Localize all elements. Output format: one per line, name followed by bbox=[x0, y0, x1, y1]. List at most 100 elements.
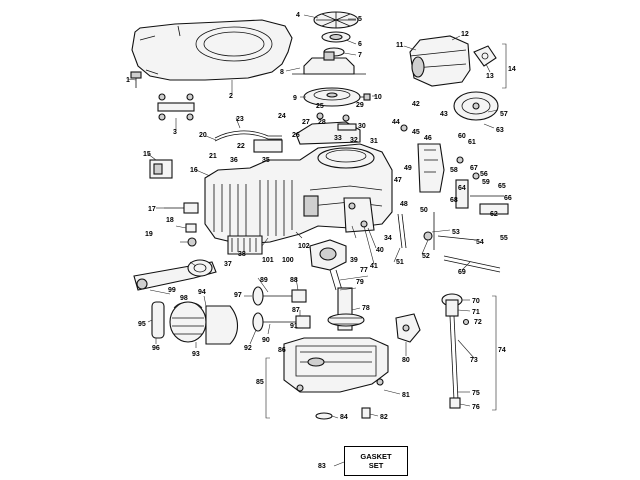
oil-seal bbox=[361, 407, 371, 419]
callout-22: 22 bbox=[237, 143, 245, 150]
valve-intake bbox=[252, 286, 307, 306]
callout-56: 56 bbox=[480, 171, 488, 178]
dipstick bbox=[441, 293, 470, 409]
callout-36: 36 bbox=[230, 157, 238, 164]
bracket-14 bbox=[502, 43, 507, 89]
governor-control bbox=[400, 124, 480, 193]
callout-9: 9 bbox=[293, 95, 297, 102]
callout-13: 13 bbox=[486, 73, 494, 80]
callout-41: 41 bbox=[370, 263, 378, 270]
valve-exhaust bbox=[252, 312, 311, 332]
dipstick-tube bbox=[443, 255, 501, 273]
callout-33: 33 bbox=[334, 135, 342, 142]
callout-97: 97 bbox=[234, 292, 242, 299]
callout-93: 93 bbox=[192, 351, 200, 358]
callout-48: 48 bbox=[400, 201, 408, 208]
callout-11: 11 bbox=[396, 42, 404, 49]
callout-35: 35 bbox=[262, 157, 270, 164]
callout-27: 27 bbox=[302, 119, 310, 126]
side-bracket bbox=[343, 197, 375, 233]
callout-57: 57 bbox=[500, 111, 508, 118]
callout-10: 10 bbox=[374, 94, 382, 101]
callout-42: 42 bbox=[412, 101, 420, 108]
callout-78: 78 bbox=[362, 305, 370, 312]
callout-5: 5 bbox=[358, 16, 362, 23]
piston-assembly bbox=[169, 301, 239, 345]
gasket-set-box: GASKET SET bbox=[344, 446, 408, 476]
callout-75: 75 bbox=[472, 390, 480, 397]
governor-lever-linkage bbox=[433, 179, 509, 250]
callout-51: 51 bbox=[396, 259, 404, 266]
callout-2: 2 bbox=[229, 93, 233, 100]
callout-45: 45 bbox=[412, 129, 420, 136]
callout-92: 92 bbox=[244, 345, 252, 352]
callout-25: 25 bbox=[316, 103, 324, 110]
callout-85: 85 bbox=[256, 379, 264, 386]
callout-84: 84 bbox=[340, 414, 348, 421]
callout-100: 100 bbox=[282, 257, 294, 264]
callout-76: 76 bbox=[472, 404, 480, 411]
callout-99: 99 bbox=[168, 287, 176, 294]
callout-23: 23 bbox=[236, 116, 244, 123]
callout-87: 87 bbox=[292, 307, 300, 314]
callout-66: 66 bbox=[504, 195, 512, 202]
rocker-parts bbox=[157, 93, 195, 121]
oil-pump bbox=[395, 313, 421, 343]
gasket-set-line1: GASKET bbox=[360, 452, 392, 461]
callout-101: 101 bbox=[262, 257, 274, 264]
choke-control-plate bbox=[453, 91, 499, 121]
callout-55: 55 bbox=[500, 235, 508, 242]
callout-31: 31 bbox=[370, 138, 378, 145]
callout-98: 98 bbox=[180, 295, 188, 302]
callout-68: 68 bbox=[450, 197, 458, 204]
callout-18: 18 bbox=[166, 217, 174, 224]
blower-housing bbox=[131, 19, 293, 81]
callout-44: 44 bbox=[392, 119, 400, 126]
callout-83: 83 bbox=[318, 463, 326, 470]
callout-8: 8 bbox=[280, 69, 284, 76]
connecting-rod bbox=[133, 259, 217, 291]
callout-96: 96 bbox=[152, 345, 160, 352]
callout-30: 30 bbox=[358, 123, 366, 130]
callout-71: 71 bbox=[472, 309, 480, 316]
crankshaft bbox=[309, 239, 347, 291]
callout-73: 73 bbox=[470, 357, 478, 364]
camshaft bbox=[327, 287, 365, 331]
flywheel-key bbox=[360, 93, 371, 101]
callout-63: 63 bbox=[496, 127, 504, 134]
callout-58: 58 bbox=[450, 167, 458, 174]
callout-69: 69 bbox=[458, 269, 466, 276]
plug-wire-clip bbox=[185, 223, 197, 247]
callout-1: 1 bbox=[126, 77, 130, 84]
callout-17: 17 bbox=[148, 206, 156, 213]
bracket-74 bbox=[492, 295, 497, 411]
callout-79: 79 bbox=[356, 279, 364, 286]
callout-19: 19 bbox=[145, 231, 153, 238]
callout-40: 40 bbox=[376, 247, 384, 254]
callout-47: 47 bbox=[394, 177, 402, 184]
callout-12: 12 bbox=[461, 31, 469, 38]
piston-pin bbox=[151, 301, 165, 339]
leader-lines bbox=[127, 14, 499, 467]
callout-49: 49 bbox=[404, 165, 412, 172]
callout-3: 3 bbox=[173, 129, 177, 136]
carburetor-mount bbox=[149, 159, 173, 179]
callout-90: 90 bbox=[262, 337, 270, 344]
air-cleaner-gasket bbox=[473, 45, 497, 67]
callout-7: 7 bbox=[358, 52, 362, 59]
callout-88: 88 bbox=[290, 277, 298, 284]
callout-6: 6 bbox=[358, 41, 362, 48]
callout-32: 32 bbox=[350, 137, 358, 144]
callout-34: 34 bbox=[384, 235, 392, 242]
callout-70: 70 bbox=[472, 298, 480, 305]
callout-52: 52 bbox=[422, 253, 430, 260]
callout-46: 46 bbox=[424, 135, 432, 142]
blower-screw bbox=[130, 71, 142, 88]
callout-86: 86 bbox=[278, 347, 286, 354]
breather-tube bbox=[214, 130, 283, 153]
callout-67: 67 bbox=[470, 165, 478, 172]
callout-15: 15 bbox=[143, 151, 151, 158]
flywheel bbox=[303, 87, 361, 107]
callout-labels: 1 2 3 4 5 6 7 8 9 10 11 12 13 14 15 16 1… bbox=[126, 12, 516, 470]
callout-54: 54 bbox=[476, 239, 484, 246]
